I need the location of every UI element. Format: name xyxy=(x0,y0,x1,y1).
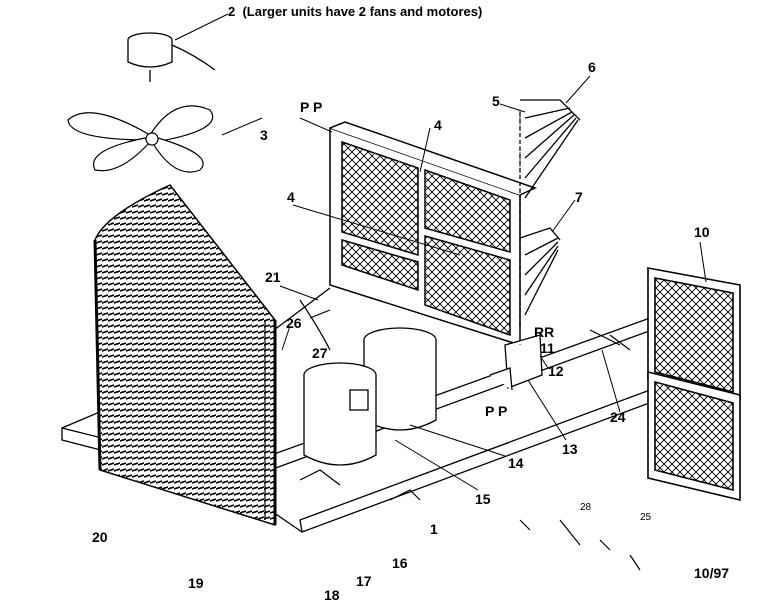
header-note: 2 (Larger units have 2 fans and motores) xyxy=(228,4,482,19)
callout-25: 25 xyxy=(640,512,652,523)
callout-19: 19 xyxy=(188,575,204,591)
control-box xyxy=(489,334,543,391)
side-grille-panel xyxy=(647,267,741,502)
callout-20: 20 xyxy=(92,529,108,545)
rear-grille-panel xyxy=(329,121,537,347)
compressors xyxy=(303,327,437,466)
callout-26: 26 xyxy=(286,315,302,331)
callout-12: 12 xyxy=(548,363,564,379)
callout-pp-bottom: P P xyxy=(485,403,508,419)
callout-3: 3 xyxy=(260,127,268,143)
callout-10: 10 xyxy=(694,224,710,240)
callout-4-top: 4 xyxy=(434,117,442,133)
header-note-number: 2 xyxy=(228,4,236,19)
piping xyxy=(299,299,641,571)
fan-motor xyxy=(127,32,216,82)
callout-21: 21 xyxy=(265,269,281,285)
callout-rr: RR xyxy=(534,324,555,340)
callout-5: 5 xyxy=(492,93,500,109)
callout-15: 15 xyxy=(475,491,491,507)
callout-24: 24 xyxy=(610,409,626,425)
callout-11: 11 xyxy=(540,340,555,356)
callout-18: 18 xyxy=(324,587,340,603)
callout-17: 17 xyxy=(356,573,372,589)
callout-pp-top: P P xyxy=(300,99,323,115)
header-note-text: (Larger units have 2 fans and motores) xyxy=(242,4,483,19)
callout-27: 27 xyxy=(312,345,328,361)
callout-7: 7 xyxy=(575,189,583,205)
callout-28: 28 xyxy=(580,502,592,513)
callout-13: 13 xyxy=(562,441,578,457)
condenser-coil xyxy=(93,184,277,527)
callout-1: 1 xyxy=(430,521,438,537)
callout-14: 14 xyxy=(508,455,524,471)
date-code: 10/97 xyxy=(694,565,730,581)
leader-lines xyxy=(174,13,707,491)
callout-6: 6 xyxy=(588,59,596,75)
fan-blade xyxy=(67,105,214,173)
callout-16: 16 xyxy=(392,555,408,571)
callout-4-left: 4 xyxy=(287,189,295,205)
distributor-tubing xyxy=(519,99,581,330)
